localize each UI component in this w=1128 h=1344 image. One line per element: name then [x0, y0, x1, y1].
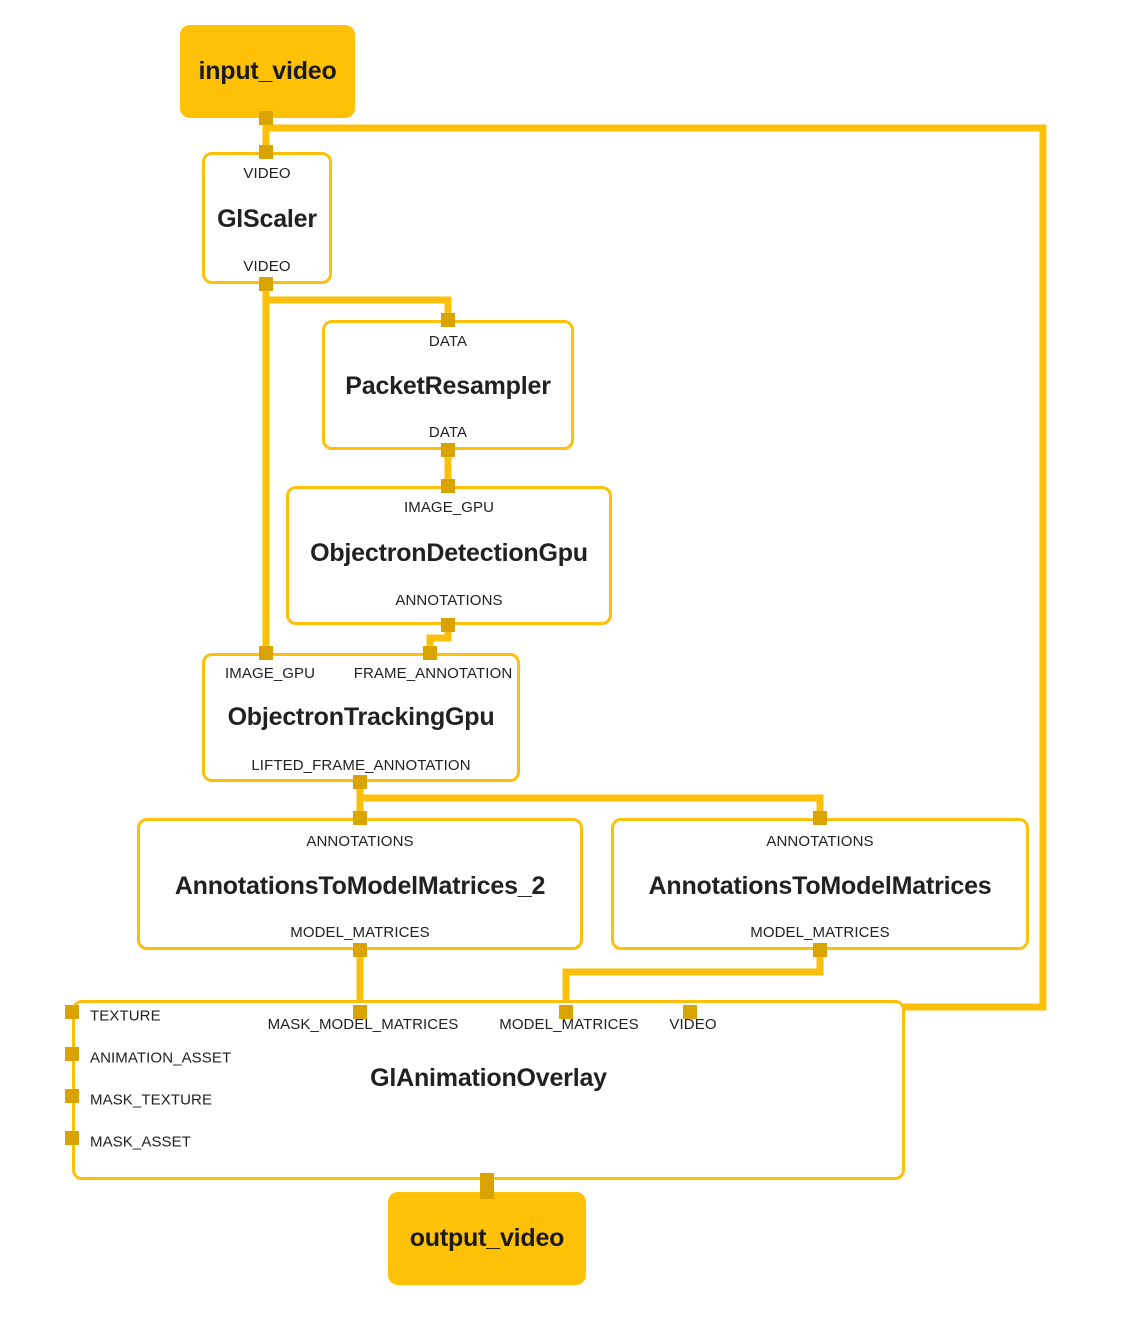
port-dot-input-video-out — [259, 111, 273, 125]
calculator-node-glanimationoverlay[interactable]: TEXTURE ANIMATION_ASSET MASK_TEXTURE MAS… — [72, 1000, 905, 1180]
port-label-packetresampler-in-data: DATA — [428, 333, 468, 350]
port-dot-objectrontracking-in-frame-annotation — [423, 646, 437, 660]
node-label-glanimationoverlay: GlAnimationOverlay — [370, 1064, 607, 1092]
port-dot-glscaler-in-video — [259, 145, 273, 159]
node-label-annotationstomodelmatrices: AnnotationsToModelMatrices — [648, 872, 992, 900]
node-label-objectrondetectiongpu: ObjectronDetectionGpu — [310, 539, 588, 567]
port-label-objectrontracking-out-lifted: LIFTED_FRAME_ANNOTATION — [251, 757, 471, 774]
node-label-objectrontrackinggpu: ObjectronTrackingGpu — [227, 703, 495, 731]
port-label-objectrondetection-in-image-gpu: IMAGE_GPU — [403, 499, 495, 516]
port-dot-a2mm-out-model-matrices — [813, 943, 827, 957]
port-label-a2mm2-out-model-matrices: MODEL_MATRICES — [290, 924, 430, 941]
calculator-node-objectrontrackinggpu[interactable]: IMAGE_GPU FRAME_ANNOTATION ObjectronTrac… — [202, 653, 520, 782]
port-label-overlay-in-mask-texture: MASK_TEXTURE — [90, 1091, 213, 1109]
port-dot-overlay-in-mask-model-matrices — [353, 1005, 367, 1019]
node-label-packetresampler: PacketResampler — [345, 372, 551, 400]
calculator-node-packetresampler[interactable]: DATA PacketResampler DATA — [322, 320, 574, 450]
port-label-a2mm2-in-annotations: ANNOTATIONS — [306, 833, 414, 850]
edge-objectrontracking-bus — [356, 782, 824, 818]
port-label-a2mm-out-model-matrices: MODEL_MATRICES — [750, 924, 890, 941]
port-label-objectrontracking-in-image-gpu: IMAGE_GPU — [225, 665, 316, 682]
port-label-a2mm-in-annotations: ANNOTATIONS — [766, 833, 874, 850]
port-label-overlay-in-mask-model-matrices: MASK_MODEL_MATRICES — [267, 1016, 459, 1033]
port-dot-a2mm-in-annotations — [813, 811, 827, 825]
calculator-node-objectrondetectiongpu[interactable]: IMAGE_GPU ObjectronDetectionGpu ANNOTATI… — [286, 486, 612, 625]
node-label-output-video: output_video — [409, 1224, 565, 1252]
port-dot-output-video-in — [480, 1185, 494, 1199]
port-dot-overlay-in-mask-texture — [65, 1089, 79, 1103]
port-dot-a2mm2-out-model-matrices — [353, 943, 367, 957]
port-dot-a2mm2-in-annotations — [353, 811, 367, 825]
port-dot-objectrontracking-out-lifted — [353, 775, 367, 789]
node-label-glscaler: GlScaler — [217, 205, 317, 233]
port-dot-objectrontracking-in-image-gpu — [259, 646, 273, 660]
port-label-overlay-in-video: VIDEO — [669, 1016, 717, 1033]
node-label-annotationstomodelmatrices-2: AnnotationsToModelMatrices_2 — [174, 872, 546, 900]
port-dot-overlay-in-model-matrices — [559, 1005, 573, 1019]
calculator-node-annotationstomodelmatrices[interactable]: ANNOTATIONS AnnotationsToModelMatrices M… — [611, 818, 1029, 950]
port-dot-packetresampler-in — [441, 313, 455, 327]
port-dot-packetresampler-out — [441, 443, 455, 457]
port-label-objectrondetection-out-annotations: ANNOTATIONS — [395, 592, 503, 609]
port-label-packetresampler-out-data: DATA — [428, 424, 468, 441]
port-label-overlay-in-model-matrices: MODEL_MATRICES — [499, 1016, 639, 1033]
port-dot-objectrondetection-in — [441, 479, 455, 493]
port-dot-overlay-in-animation-asset — [65, 1047, 79, 1061]
port-dot-glscaler-out-video — [259, 277, 273, 291]
port-label-glscaler-out-video: VIDEO — [243, 258, 291, 275]
node-label-input-video: input_video — [198, 57, 337, 85]
port-label-glscaler-in-video: VIDEO — [243, 165, 291, 182]
port-label-overlay-in-mask-asset: MASK_ASSET — [90, 1133, 192, 1151]
port-dot-overlay-in-mask-asset — [65, 1131, 79, 1145]
port-label-overlay-in-texture: TEXTURE — [90, 1007, 161, 1025]
edge-glscaler-to-packetresampler — [262, 284, 452, 320]
calculator-node-glscaler[interactable]: VIDEO GlScaler VIDEO — [202, 152, 332, 284]
port-label-overlay-in-animation-asset: ANIMATION_ASSET — [90, 1049, 232, 1067]
port-dot-objectrondetection-out — [441, 618, 455, 632]
stream-node-input-video[interactable]: input_video — [180, 25, 355, 118]
port-dot-overlay-out — [480, 1173, 494, 1187]
stream-node-output-video[interactable]: output_video — [388, 1192, 586, 1285]
port-label-objectrontracking-in-frame-annotation: FRAME_ANNOTATION — [353, 665, 513, 682]
port-dot-overlay-in-texture — [65, 1005, 79, 1019]
calculator-node-annotationstomodelmatrices-2[interactable]: ANNOTATIONS AnnotationsToModelMatrices_2… — [137, 818, 583, 950]
port-dot-overlay-in-video — [683, 1005, 697, 1019]
